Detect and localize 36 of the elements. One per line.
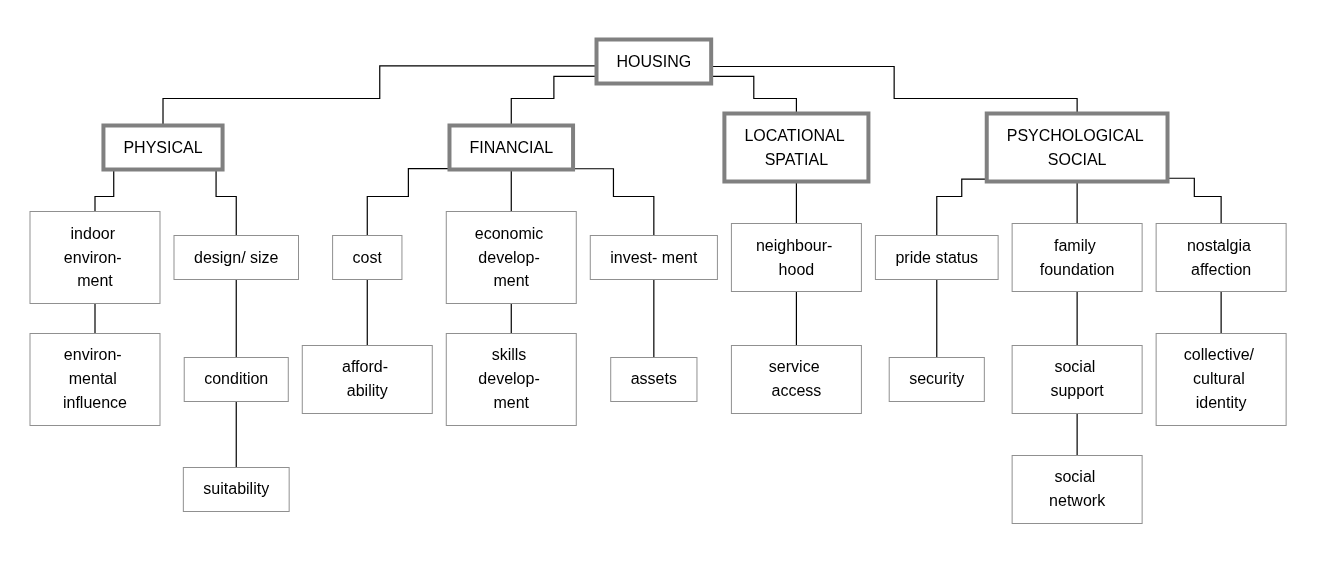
connector	[796, 290, 798, 347]
connector	[572, 168, 655, 237]
node-box: service access	[731, 345, 863, 414]
connector	[367, 278, 369, 347]
node-box: social network	[1012, 455, 1144, 524]
node-box: HOUSING	[594, 37, 714, 86]
node-box: LOCATIONAL SPATIAL	[722, 111, 871, 184]
node-box: condition	[184, 357, 290, 402]
node-box: collective/ cultural identity	[1156, 333, 1288, 426]
node-box: suitability	[183, 467, 291, 512]
node-box: indoor environ- ment	[29, 211, 161, 304]
node-box: PSYCHOLOGICAL SOCIAL	[985, 111, 1170, 184]
node-box: invest- ment	[590, 235, 719, 280]
node-box: assets	[610, 357, 698, 402]
node-box: environ- mental influence	[29, 333, 161, 426]
connector	[511, 302, 513, 335]
connector	[1076, 412, 1079, 457]
node-box: PHYSICAL	[101, 123, 225, 172]
node-box: nostalgia affection	[1156, 223, 1288, 292]
node-box: family foundation	[1012, 223, 1144, 292]
node-box: FINANCIAL	[447, 123, 576, 172]
connector	[653, 278, 655, 359]
node-box: social support	[1012, 345, 1144, 414]
connector	[936, 278, 938, 359]
node-box: security	[889, 357, 986, 402]
node-box: pride status	[875, 235, 1000, 280]
connector	[236, 278, 238, 359]
node-box: cost	[332, 235, 403, 280]
node-box: neighbour- hood	[731, 223, 863, 292]
node-box: afford- ability	[302, 345, 434, 414]
connector	[236, 400, 238, 469]
connector	[1076, 290, 1079, 347]
node-box: economic develop- ment	[446, 211, 578, 304]
node-box: design/ size	[173, 235, 300, 280]
node-box: skills develop- ment	[446, 333, 578, 426]
connector	[1220, 290, 1223, 335]
